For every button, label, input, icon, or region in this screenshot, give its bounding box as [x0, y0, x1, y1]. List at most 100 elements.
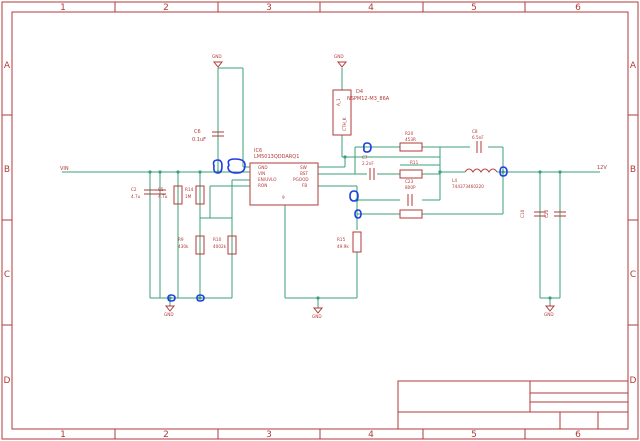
wires [62, 67, 600, 308]
ground-symbol-input-caps: GND [164, 305, 176, 317]
highlight-mark-gnd-mid [196, 294, 205, 302]
svg-text:GND: GND [212, 54, 222, 59]
row-label-right-b: B [630, 165, 636, 175]
highlight-mark-sw-node [363, 142, 372, 153]
svg-text:430k: 430k [178, 244, 189, 249]
ic-pin-ron: RON [258, 183, 267, 188]
row-label-right-c: C [630, 270, 636, 280]
svg-text:4002k: 4002k [213, 244, 227, 249]
col-label-bottom-6: 6 [575, 430, 581, 440]
svg-text:GND: GND [544, 312, 554, 317]
svg-text:0.1uF: 0.1uF [192, 137, 206, 143]
svg-text:C23: C23 [405, 179, 414, 184]
net-label-12v: 12V [597, 165, 607, 171]
svg-text:GND: GND [334, 54, 344, 59]
svg-text:C2: C2 [131, 187, 137, 192]
ic-pad: 9 [282, 195, 285, 200]
inductor-l4: L4 744373460220 [452, 168, 498, 189]
ground-symbol-top-left: GND [212, 54, 224, 68]
diode-value: NSPM12-M3_86A [347, 96, 390, 102]
svg-text:1M: 1M [185, 194, 192, 199]
capacitor-c8: C8 6.5nF [472, 129, 484, 153]
row-label-right-a: A [630, 61, 637, 71]
col-label-bottom-1: 1 [60, 430, 66, 440]
svg-text:R10: R10 [213, 237, 222, 242]
svg-text:4.7u: 4.7u [158, 194, 168, 199]
svg-text:744373460220: 744373460220 [452, 184, 484, 189]
svg-text:800P: 800P [405, 185, 416, 190]
capacitor-c2: C2 4.7u [131, 187, 156, 199]
svg-text:49.9k: 49.9k [337, 244, 349, 249]
ic-lm5013: IC6 LM5013QDDARQ1 GND VIN EN/UVLO RON SW… [249, 148, 319, 206]
highlight-mark-fb-low [354, 209, 362, 219]
row-label-left-d: D [4, 376, 11, 386]
svg-text:C7: C7 [362, 155, 368, 160]
col-label-bottom-5: 5 [471, 430, 477, 440]
svg-text:R14: R14 [185, 187, 194, 192]
row-label-left-b: B [4, 165, 10, 175]
resistor-r15: R15 49.9k [337, 231, 362, 253]
resistor-r14b [195, 185, 205, 205]
title-block [397, 380, 629, 430]
ground-symbol-output-caps: GND [544, 305, 556, 317]
highlight-mark-out-node [499, 166, 508, 177]
col-label-top-5: 5 [471, 3, 477, 13]
highlight-mark-vin-node [212, 159, 223, 174]
capacitor-c23: C23 800P [405, 179, 416, 206]
svg-text:R9: R9 [178, 237, 184, 242]
svg-text:GND: GND [312, 314, 322, 319]
junctions [148, 155, 562, 300]
svg-text:C20: C20 [544, 209, 549, 218]
resistor-r12 [399, 209, 423, 219]
capacitor-c5: C5 4.7u [154, 187, 168, 199]
col-label-top-3: 3 [266, 3, 272, 13]
ic-ref: IC6 [254, 148, 262, 154]
row-label-right-d: D [630, 376, 637, 386]
col-label-bottom-2: 2 [163, 430, 169, 440]
ic-pin-en: EN/UVLO [258, 177, 277, 182]
col-label-bottom-4: 4 [368, 430, 374, 440]
col-label-top-4: 4 [368, 3, 374, 13]
ic-pin-vin: VIN [258, 171, 265, 176]
svg-text:GND: GND [164, 312, 174, 317]
annotation-marks [167, 142, 508, 302]
highlight-mark-ic-gnd [227, 158, 246, 174]
ic-value: LM5013QDDARQ1 [254, 154, 299, 160]
resistor-r9: R9 430k [178, 235, 205, 255]
net-label-vin: VIN [60, 166, 69, 172]
ground-symbol-diode: GND [334, 54, 348, 68]
diode-ref: D4 [356, 89, 363, 95]
col-label-top-1: 1 [60, 3, 66, 13]
ic-pin-pgood: PGOOD [293, 177, 309, 182]
svg-text:R11: R11 [410, 160, 419, 165]
svg-text:453R: 453R [405, 137, 416, 142]
highlight-mark-fb-node [349, 190, 359, 202]
row-label-left-a: A [4, 61, 11, 71]
resistor-r11: R11 [399, 160, 423, 179]
svg-text:2.2nF: 2.2nF [362, 161, 374, 166]
svg-text:C10: C10 [520, 209, 525, 218]
resistor-r10: R10 4002k [213, 235, 237, 255]
svg-text:R20: R20 [405, 131, 414, 136]
resistor-r14: R14 1M [173, 185, 194, 205]
svg-text:R15: R15 [337, 237, 346, 242]
ground-symbol-fb: GND [312, 307, 324, 319]
capacitor-c6: C6 0.1uF [192, 129, 224, 143]
col-label-top-6: 6 [575, 3, 581, 13]
capacitor-c7: C7 2.2nF [362, 155, 375, 180]
ic-pin-gnd: GND [258, 165, 268, 170]
ic-pin-bst: BST [300, 171, 308, 176]
highlight-mark-gnd-left [167, 294, 176, 302]
diode-pin-a: A_1 [336, 98, 341, 106]
row-label-left-c: C [4, 270, 10, 280]
diode-d4: D4 NSPM12-M3_86A A_1 CTH_K [332, 89, 390, 136]
svg-text:L4: L4 [452, 178, 457, 183]
svg-text:C8: C8 [472, 129, 478, 134]
capacitor-c10: C10 [520, 209, 546, 218]
svg-text:C5: C5 [158, 187, 164, 192]
col-label-bottom-3: 3 [266, 430, 272, 440]
inner-border [11, 11, 629, 430]
